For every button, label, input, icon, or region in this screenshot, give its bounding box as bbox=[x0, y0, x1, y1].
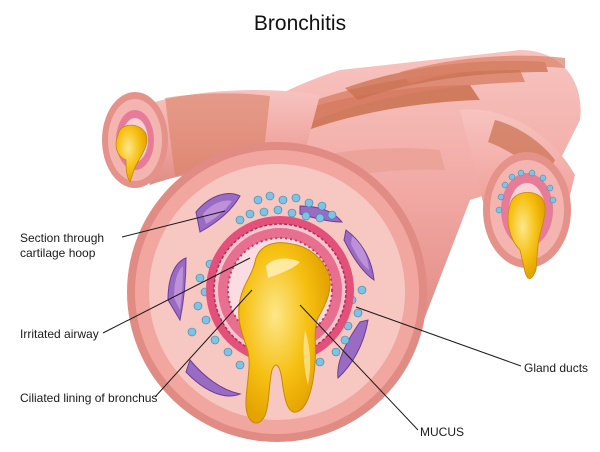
leader-lines bbox=[102, 210, 522, 431]
label-ciliated-lining: Ciliated lining of bronchus bbox=[20, 391, 158, 405]
label-section-cartilage: Section through cartilage hoop bbox=[20, 231, 105, 260]
right-branch-tube bbox=[460, 109, 575, 279]
page-title: Bronchitis bbox=[253, 12, 347, 35]
label-mucus: MUCUS bbox=[420, 425, 464, 439]
label-irritated-airway: Irritated airway bbox=[20, 327, 99, 341]
main-cross-section bbox=[127, 142, 427, 442]
left-branch-tube bbox=[102, 90, 320, 188]
label-gland-ducts: Gland ducts bbox=[524, 361, 589, 375]
